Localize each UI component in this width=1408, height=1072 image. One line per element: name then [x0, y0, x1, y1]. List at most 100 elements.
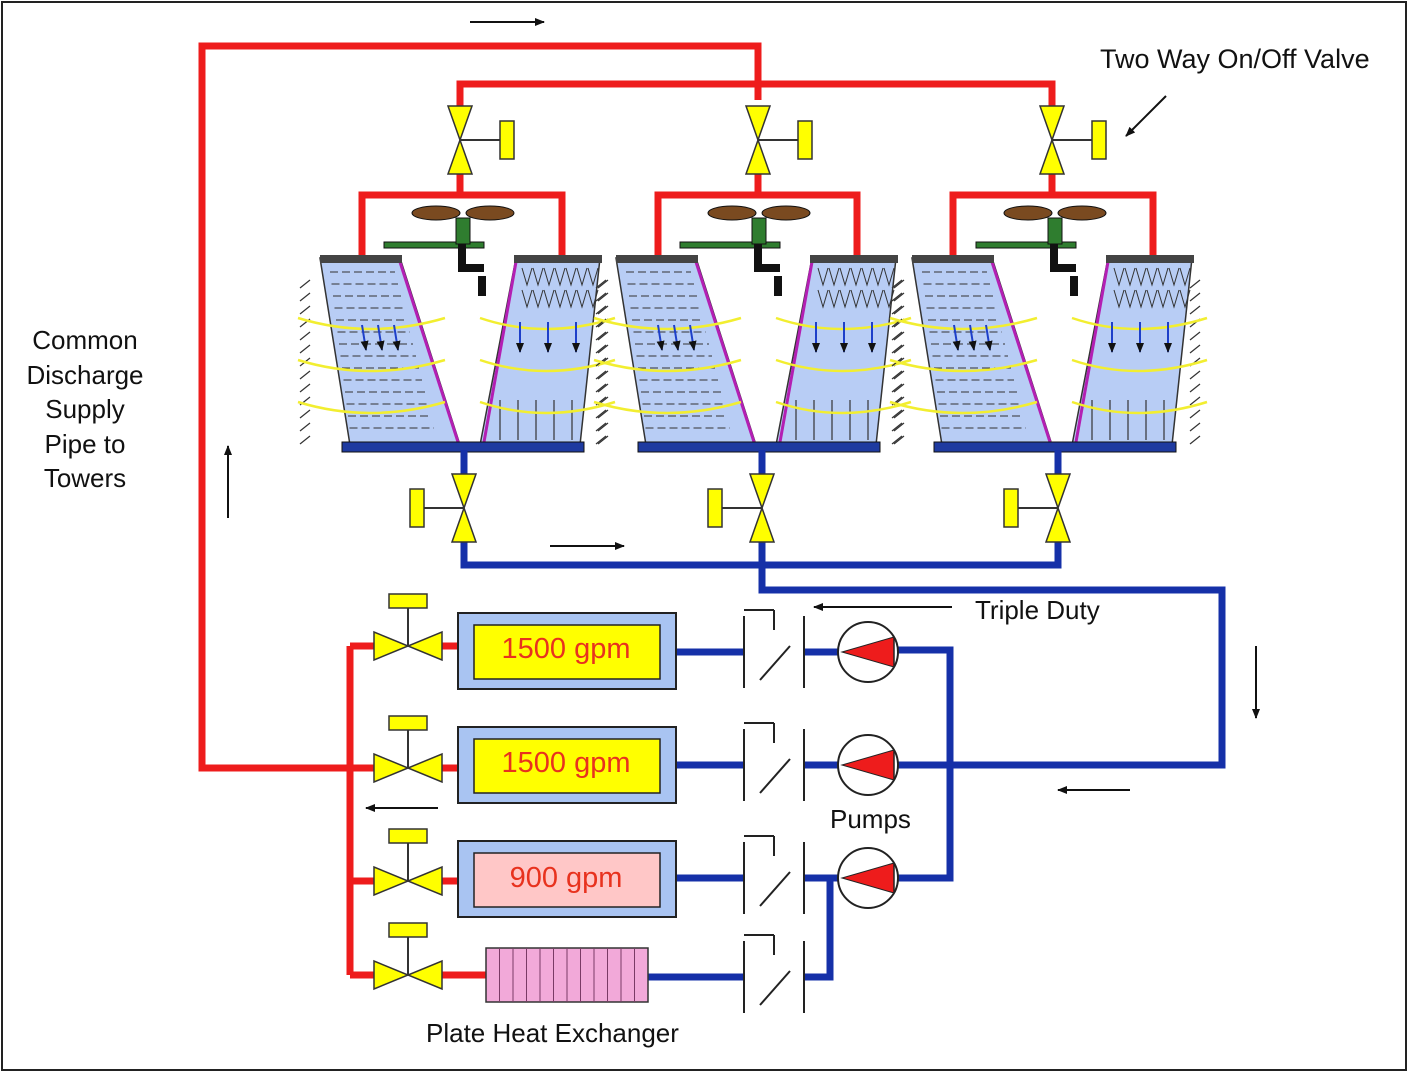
valve-body: [406, 865, 443, 897]
valve-body: [1038, 137, 1066, 175]
water-flow-arrow: [376, 324, 385, 351]
valve-body: [1038, 105, 1066, 143]
fan-motor: [1070, 276, 1078, 296]
louver-mark: [1189, 344, 1201, 354]
right-drift-eliminator: [1074, 261, 1110, 443]
fill-texture: [1179, 267, 1191, 309]
check-valve-disc: [759, 871, 791, 907]
chiller-3-valve: [373, 828, 443, 897]
louver-mark: [597, 370, 609, 380]
chiller-2: [457, 726, 677, 804]
louver-mark: [893, 435, 905, 445]
fan-icon: [465, 205, 515, 221]
pump-1: [837, 621, 899, 683]
louver-mark: [595, 331, 607, 341]
louver-mark: [893, 409, 905, 419]
pump-2: [837, 734, 899, 796]
louver-mark: [893, 331, 905, 341]
valve-actuator: [388, 593, 428, 609]
fill-texture: [839, 267, 851, 309]
louver-mark: [595, 344, 607, 354]
tower-3-return-valve: [1003, 473, 1072, 543]
louver-mark: [893, 383, 905, 393]
chiller-1-valve: [373, 593, 443, 662]
valve-body: [446, 105, 474, 143]
louver-mark: [299, 383, 311, 393]
fill-texture: [1113, 267, 1125, 309]
capacity-box: [473, 738, 661, 794]
louver-mark: [891, 383, 903, 393]
valve-body: [748, 473, 776, 511]
fill-texture: [861, 267, 873, 309]
check-valve-disc: [759, 758, 791, 794]
louver-mark: [299, 344, 311, 354]
louver-mark: [595, 422, 607, 432]
chiller-2-valve: [373, 715, 443, 784]
louver-mark: [1189, 435, 1201, 445]
airflow-arc: [775, 358, 912, 373]
airflow-arc: [775, 400, 912, 415]
airflow-arc: [297, 400, 446, 415]
valve-body: [406, 959, 443, 991]
valve-body: [744, 137, 772, 175]
tower-2-return-valve: [707, 473, 776, 543]
valve-body: [450, 473, 478, 511]
left-drift-eliminator: [398, 261, 460, 443]
hx-valve: [373, 922, 443, 991]
valve-body: [373, 752, 410, 784]
check-valve-4: [743, 934, 805, 1013]
airflow-arc: [297, 358, 446, 373]
airflow-arc: [593, 316, 742, 331]
chiller-1: [457, 612, 677, 690]
fan-icon: [707, 205, 757, 221]
valve-actuator: [388, 715, 428, 731]
louver-mark: [1189, 422, 1201, 432]
valve-body: [748, 505, 776, 543]
hx-bypass-pipe: [804, 878, 834, 981]
return-main-pipe: [758, 540, 1226, 769]
fan-motor-mount: [754, 264, 780, 272]
louver-mark: [597, 422, 609, 432]
left-fill-media: [615, 257, 758, 446]
fill-texture: [565, 267, 577, 309]
fill-texture: [576, 267, 588, 309]
right-distribution-basin: [514, 255, 602, 263]
water-flow-arrow: [656, 324, 665, 351]
valve-body: [406, 752, 443, 784]
louver-mark: [299, 331, 311, 341]
valve-body: [373, 959, 410, 991]
louver-mark: [597, 383, 609, 393]
louver-mark: [893, 292, 905, 302]
pumps-label: Pumps: [830, 804, 911, 834]
louver-mark: [597, 409, 609, 419]
louver-mark: [597, 435, 609, 445]
right-distribution-basin: [810, 255, 898, 263]
fan-motor-mount: [458, 244, 466, 270]
louver-mark: [891, 331, 903, 341]
plate-heat-exchanger-label: Plate Heat Exchanger: [426, 1018, 679, 1048]
louver-mark: [595, 409, 607, 419]
fill-texture: [850, 267, 862, 309]
louver-mark: [597, 305, 609, 315]
cooling-tower-2: [593, 205, 912, 453]
valve-body: [406, 630, 443, 662]
louver-mark: [1189, 370, 1201, 380]
capacity-box: [473, 624, 661, 680]
fan-icon: [761, 205, 811, 221]
valve-body: [450, 505, 478, 543]
fan-icon: [1057, 205, 1107, 221]
valve-pointer-arrow: [1125, 95, 1167, 137]
chiller-3-capacity: 900 gpm: [509, 862, 623, 894]
fill-texture: [1157, 267, 1169, 309]
right-drift-eliminator: [778, 261, 814, 443]
fill-texture: [543, 267, 555, 309]
left-distribution-basin: [616, 255, 698, 263]
fan-motor-mount: [754, 244, 762, 270]
louver-mark: [1189, 292, 1201, 302]
equipment-group: [373, 105, 1107, 1013]
valve-body: [373, 630, 410, 662]
airflow-arc: [297, 316, 446, 331]
left-drift-eliminator: [694, 261, 756, 443]
louver-mark: [1189, 383, 1201, 393]
